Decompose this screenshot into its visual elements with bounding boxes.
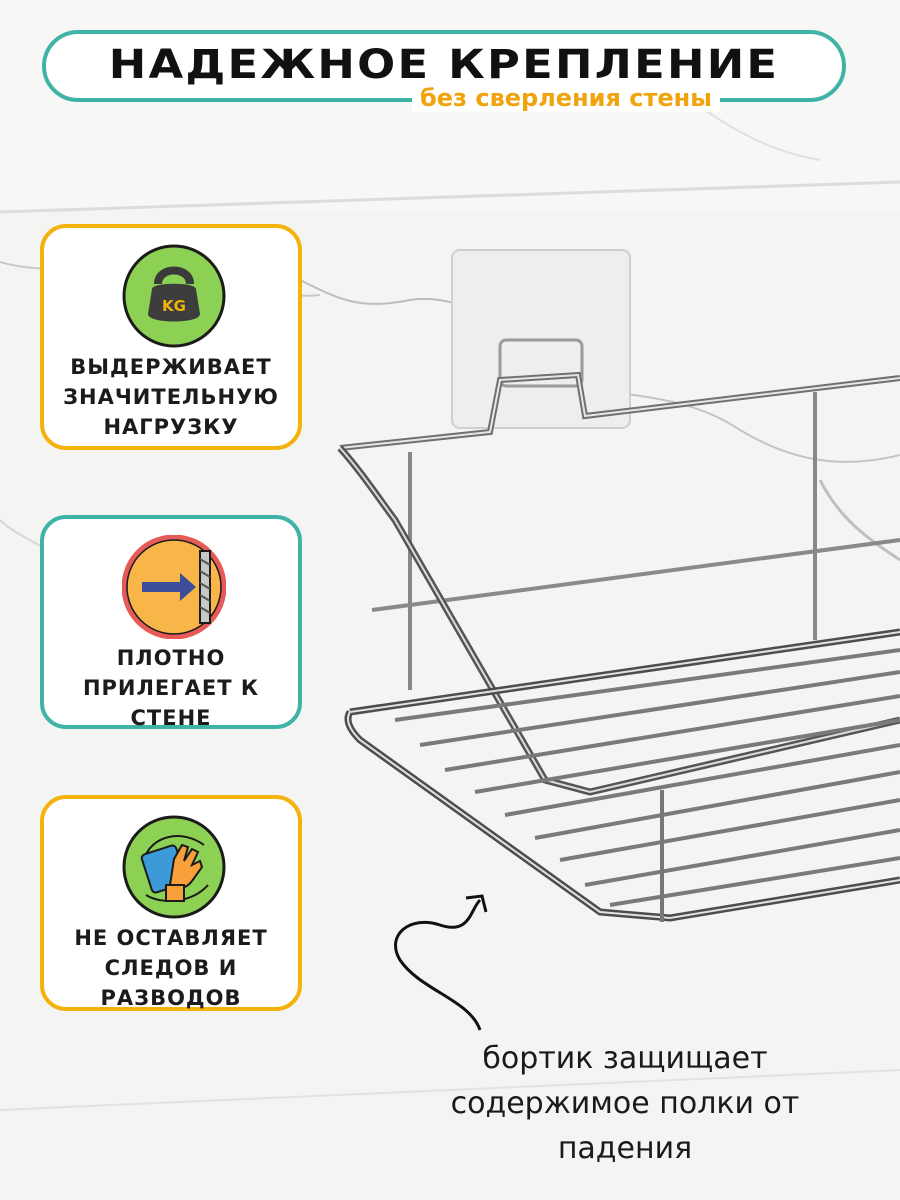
feature-card-load: KG ВЫДЕРЖИВАЕТ ЗНАЧИТЕЛЬНУЮ НАГРУЗКУ <box>40 224 302 450</box>
page-subtitle: без сверления стены <box>412 84 720 112</box>
caption-line: падения <box>557 1131 693 1166</box>
kettlebell-kg-text: KG <box>162 297 186 315</box>
page-title: НАДЕЖНОЕ КРЕПЛЕНИЕ <box>108 42 780 88</box>
feature-line: ЗНАЧИТЕЛЬНУЮ <box>63 385 279 409</box>
caption-line: бортик защищает <box>482 1041 768 1076</box>
feature-line: ПРИЛЕГАЕТ К <box>82 676 260 700</box>
feature-line: РАЗВОДОВ <box>100 986 242 1010</box>
feature-label-wall: ПЛОТНО ПРИЛЕГАЕТ К СТЕНЕ <box>44 643 298 733</box>
caption-line: содержимое полки от <box>450 1086 800 1121</box>
feature-line: СТЕНЕ <box>130 706 212 730</box>
feature-card-wall: ПЛОТНО ПРИЛЕГАЕТ К СТЕНЕ <box>40 515 302 730</box>
rim-caption: бортик защищает содержимое полки от паде… <box>410 1036 840 1171</box>
feature-label-load: ВЫДЕРЖИВАЕТ ЗНАЧИТЕЛЬНУЮ НАГРУЗКУ <box>44 352 298 442</box>
glove-wipe-icon <box>122 815 226 919</box>
feature-line: СЛЕДОВ И <box>104 956 238 980</box>
curvy-arrow-icon <box>394 898 482 1031</box>
feature-line: ВЫДЕРЖИВАЕТ <box>70 355 272 379</box>
feature-card-clean: НЕ ОСТАВЛЯЕТ СЛЕДОВ И РАЗВОДОВ <box>40 795 302 1011</box>
kettlebell-icon: KG <box>122 244 226 348</box>
feature-line: НЕ ОСТАВЛЯЕТ <box>74 926 268 950</box>
feature-line: ПЛОТНО <box>116 646 226 670</box>
arrow-to-wall-icon <box>122 535 226 639</box>
feature-label-clean: НЕ ОСТАВЛЯЕТ СЛЕДОВ И РАЗВОДОВ <box>44 923 298 1013</box>
feature-line: НАГРУЗКУ <box>103 415 239 439</box>
